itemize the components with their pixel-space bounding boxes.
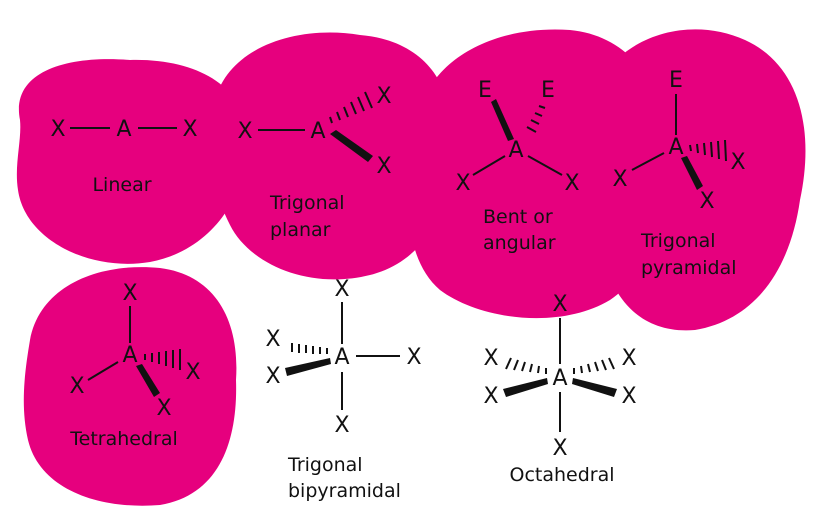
bent-molecule: E E A X X Bent or angular — [455, 78, 579, 254]
ligand-x: X — [156, 396, 171, 421]
ligand-x: X — [621, 346, 636, 371]
hashed-bond — [526, 105, 546, 133]
lone-pair-e: E — [669, 68, 683, 93]
linear-molecule: X A X Linear — [50, 117, 197, 196]
ligand-x: X — [483, 346, 498, 371]
ligand-x: X — [552, 292, 567, 317]
central-atom-a: A — [116, 117, 131, 142]
tetrahedral-molecule: X A X X X Tetrahedral — [69, 281, 200, 450]
trigonal-pyramidal-label-line1: Trigonal — [640, 230, 716, 252]
wedge-bond — [572, 378, 617, 397]
hashed-bond — [689, 139, 727, 162]
ligand-x: X — [699, 189, 714, 214]
ligand-x: X — [376, 154, 391, 179]
trigonal-planar-label-line1: Trigonal — [269, 192, 345, 214]
trigonal-planar-molecule: X A X X Trigonal planar — [237, 84, 391, 241]
ligand-x: X — [122, 281, 137, 306]
wedge-bond — [503, 378, 548, 397]
highlight-blob-tetrahedral — [23, 267, 237, 506]
wedge-bond — [136, 364, 160, 397]
linear-label: Linear — [92, 174, 151, 196]
ligand-x: X — [483, 384, 498, 409]
lone-pair-e: E — [541, 78, 555, 103]
ligand-x: X — [334, 413, 349, 438]
wedge-bond — [491, 99, 514, 141]
trigonal-pyramidal-molecule: E A X X X Trigonal pyramidal — [612, 68, 745, 279]
ligand-x: X — [406, 345, 421, 370]
ligand-x: X — [334, 277, 349, 302]
central-atom-a: A — [310, 119, 325, 144]
ligand-x: X — [376, 84, 391, 109]
ligand-x: X — [237, 119, 252, 144]
octahedral-molecule: X A X X X X X Octahedral — [483, 292, 636, 486]
ligand-x: X — [564, 171, 579, 196]
central-atom-a: A — [334, 345, 349, 370]
octahedral-label: Octahedral — [509, 464, 614, 486]
ligand-x: X — [455, 171, 470, 196]
single-bond — [472, 155, 506, 176]
central-atom-a: A — [552, 366, 567, 391]
ligand-x: X — [265, 327, 280, 352]
wedge-bond — [285, 358, 331, 376]
ligand-x: X — [552, 436, 567, 461]
hashed-bond-right — [573, 357, 615, 374]
wedge-bond — [330, 130, 373, 162]
lone-pair-e: E — [478, 78, 492, 103]
trigonal-planar-label-line2: planar — [270, 219, 331, 241]
wedge-bond — [681, 156, 703, 190]
ligand-x: X — [612, 167, 627, 192]
central-atom-a: A — [668, 135, 683, 160]
hashed-bond — [291, 343, 328, 354]
single-bond — [87, 361, 119, 381]
ligand-x: X — [182, 117, 197, 142]
single-bond — [631, 152, 665, 171]
central-atom-a: A — [508, 138, 523, 163]
trigonal-bipyramidal-label-line1: Trigonal — [287, 454, 363, 476]
hashed-bond — [144, 349, 181, 370]
trigonal-bipyramidal-molecule: X A X X X X Trigonal bipyramidal — [265, 277, 421, 502]
ligand-x: X — [621, 384, 636, 409]
trigonal-pyramidal-label-line2: pyramidal — [641, 257, 737, 279]
tetrahedral-label: Tetrahedral — [69, 428, 178, 450]
bent-label-line1: Bent or — [483, 206, 553, 228]
ligand-x: X — [50, 117, 65, 142]
highlight-blob-trigonal-planar — [210, 32, 451, 280]
single-bond — [527, 155, 563, 176]
bent-label-line2: angular — [483, 232, 556, 254]
ligand-x: X — [265, 364, 280, 389]
central-atom-a: A — [122, 343, 137, 368]
hashed-bond — [329, 91, 373, 124]
ligand-x: X — [69, 374, 84, 399]
ligand-x: X — [185, 360, 200, 385]
hashed-bond-left — [505, 357, 547, 374]
trigonal-bipyramidal-label-line2: bipyramidal — [288, 480, 401, 502]
ligand-x: X — [730, 150, 745, 175]
highlight-blob-linear — [16, 59, 246, 264]
